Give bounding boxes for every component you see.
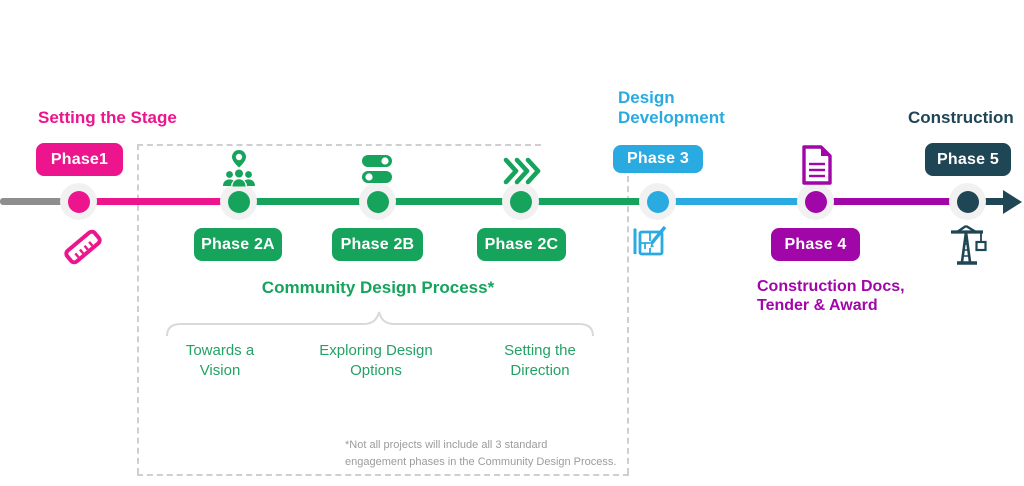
- badge-phase-4: Phase 4: [771, 228, 860, 261]
- heading-construction: Construction: [908, 108, 1014, 127]
- badge-phase-2a: Phase 2A: [194, 228, 282, 261]
- node-phase-2c: [502, 183, 539, 220]
- ruler-icon: [60, 224, 106, 270]
- badge-phase-5: Phase 5: [925, 143, 1011, 176]
- heading-setting-the-stage: Setting the Stage: [38, 108, 177, 127]
- badge-phase-1: Phase1: [36, 143, 123, 176]
- stage-label-towards-a-vision: Towards a Vision: [185, 342, 255, 380]
- node-phase-2a: [220, 183, 257, 220]
- timeline-segment-phase3: [657, 198, 816, 205]
- community-people-icon: [219, 148, 259, 190]
- timeline-segment-phase4: [815, 198, 968, 205]
- dashed-box-bottom-edge: [137, 474, 629, 476]
- toggle-options-icon: [357, 150, 397, 188]
- node-phase-1: [60, 183, 97, 220]
- node-phase-4: [797, 183, 834, 220]
- timeline-segment-phase5: [967, 198, 1007, 205]
- dashed-box-right-edge: [627, 176, 629, 474]
- node-phase-3: [639, 183, 676, 220]
- node-phase-5: [949, 183, 986, 220]
- stage-label-setting-direction: Setting the Direction: [504, 342, 576, 380]
- node-phase-2b: [359, 183, 396, 220]
- timeline-arrowhead: [1003, 190, 1022, 214]
- blueprint-icon: [627, 221, 669, 263]
- badge-phase-2c: Phase 2C: [477, 228, 566, 261]
- brace-shape: [165, 308, 595, 338]
- community-design-process-title: Community Design Process*: [261, 278, 495, 297]
- badge-phase-3: Phase 3: [613, 145, 703, 173]
- heading-design-development: Design Development: [618, 88, 725, 128]
- timeline-segment-phase2: [238, 198, 658, 205]
- badge-phase-2b: Phase 2B: [332, 228, 423, 261]
- dashed-box-top-edge: [137, 144, 541, 146]
- stage-label-exploring-design: Exploring Design Options: [319, 342, 433, 380]
- dashed-box-left-edge: [137, 144, 139, 474]
- timeline-segment-start-gray: [0, 198, 80, 205]
- crane-icon: [945, 222, 991, 268]
- heading-construction-docs: Construction Docs, Tender & Award: [757, 278, 905, 315]
- timeline-segment-phase1: [78, 198, 239, 205]
- footnote-text: *Not all projects will include all 3 sta…: [345, 439, 617, 468]
- document-icon: [798, 144, 834, 186]
- chevrons-forward-icon: [502, 156, 542, 186]
